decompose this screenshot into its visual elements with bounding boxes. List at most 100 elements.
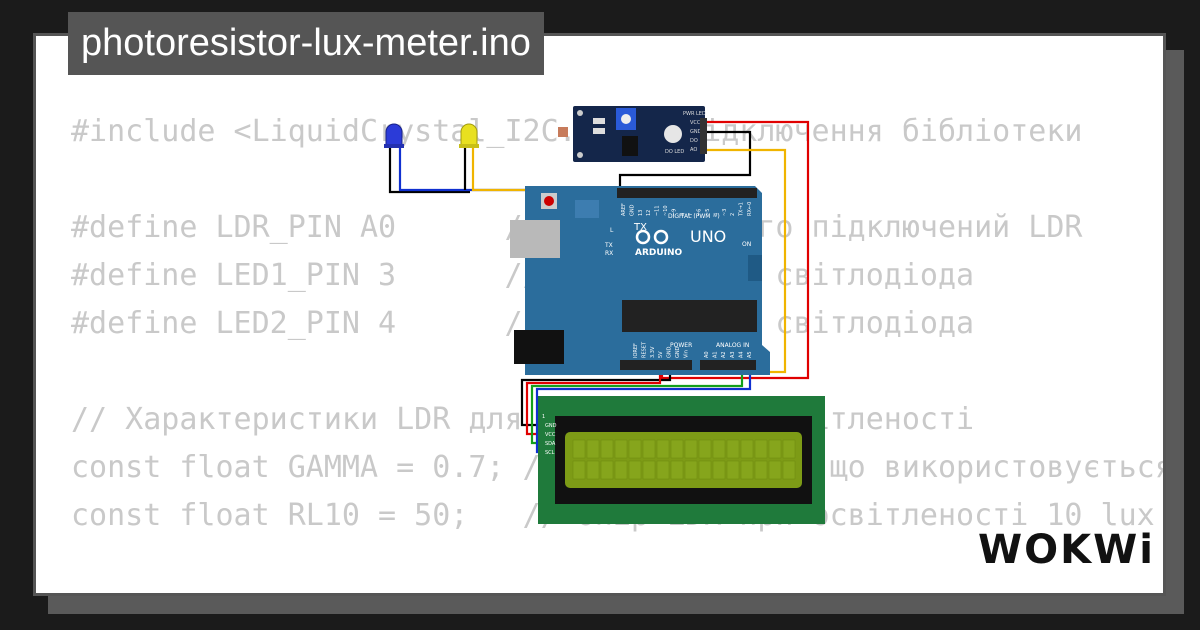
project-title: photoresistor-lux-meter.ino xyxy=(68,12,544,75)
lcd-cell xyxy=(782,460,796,480)
wire-blue-led-gnd xyxy=(388,148,470,194)
lcd-cell xyxy=(642,460,656,480)
reset-button xyxy=(544,196,554,206)
digital-pin-label: 12 xyxy=(646,210,652,216)
power-pin-label: 5V xyxy=(658,351,664,358)
digital-pin-label: 8 xyxy=(680,213,686,216)
power-pin-label: Vin xyxy=(683,350,689,358)
lcd-cell xyxy=(740,460,754,480)
power-pin-label: RESET xyxy=(641,341,647,358)
board-l-label: L xyxy=(610,227,614,234)
lcd-cell xyxy=(726,460,740,480)
board-rx-label: RX xyxy=(605,250,613,257)
lcd-cell xyxy=(670,439,684,459)
digital-pin-label: 13 xyxy=(638,210,644,216)
lcd-pin-gnd: GND xyxy=(545,423,557,429)
lcd-cell xyxy=(586,439,600,459)
analog-pin-label: A1 xyxy=(713,351,719,358)
power-jack xyxy=(514,330,564,364)
digital-pin-label: TX→1 xyxy=(739,202,745,217)
analog-pin-label: A2 xyxy=(721,351,727,358)
sensor-pin-vcc: VCC xyxy=(690,120,701,126)
digital-pin-label: AREF xyxy=(621,203,627,216)
board-digital-label: DIGITAL (PWM ~) xyxy=(668,213,720,220)
usb-port xyxy=(510,220,560,258)
power-pin-label: 3.3V xyxy=(650,346,656,358)
analog-pin-label: A3 xyxy=(730,351,736,358)
lcd-cell xyxy=(740,439,754,459)
lcd-cell xyxy=(642,439,656,459)
lcd-cell xyxy=(614,460,628,480)
lcd-cell xyxy=(768,460,782,480)
arduino-logo-icon xyxy=(635,229,669,245)
digital-pin-label: ~11 xyxy=(655,205,661,216)
analog-pin-label: A4 xyxy=(738,351,744,358)
board-analog-label: ANALOG IN xyxy=(716,342,749,349)
board-on-label: ON xyxy=(742,241,751,248)
lcd-cell xyxy=(586,460,600,480)
lcd-cell xyxy=(600,439,614,459)
board-brand: ARDUINO xyxy=(635,248,683,258)
wire-lcd-sda xyxy=(530,366,744,445)
digital-pin-label: ~9 xyxy=(671,209,677,216)
digital-pin-label: ~6 xyxy=(697,209,703,216)
digital-pin-label: ~5 xyxy=(705,209,711,216)
sensor-pin-do: DO xyxy=(690,138,698,144)
lcd-cell xyxy=(614,439,628,459)
lcd-cell xyxy=(656,460,670,480)
lcd-pin-1: 1 xyxy=(542,414,545,420)
yellow-led[interactable] xyxy=(459,123,479,148)
digital-pin-label: RX←0 xyxy=(747,202,753,216)
lcd-cell xyxy=(572,460,586,480)
blue-led[interactable] xyxy=(384,123,404,148)
atmega-chip xyxy=(622,300,757,332)
sensor-pin-ao: AO xyxy=(690,147,697,153)
lcd-pin-vcc: VCC xyxy=(545,432,556,438)
lcd-pin-sda: SDA xyxy=(545,441,556,447)
lcd-1602-display[interactable]: 1 GND VCC SDA SCL xyxy=(538,396,825,524)
lcd-cell xyxy=(684,460,698,480)
lcd-cell xyxy=(712,439,726,459)
lcd-cell xyxy=(754,460,768,480)
wokwi-logo: WOKWi xyxy=(978,527,1155,573)
wires xyxy=(388,120,810,454)
lcd-cell xyxy=(628,439,642,459)
lcd-cell xyxy=(698,439,712,459)
arduino-uno-board[interactable]: TX L TX RX ARDUINO UNO DIGITAL (PWM ~) O… xyxy=(510,186,770,375)
analog-pin-label: A5 xyxy=(747,351,753,358)
lcd-cell xyxy=(670,460,684,480)
sensor-pwr-led-label: PWR LED xyxy=(683,111,706,117)
digital-pin-label: 2 xyxy=(730,213,736,216)
lcd-cell xyxy=(712,460,726,480)
power-pin-label: IOREF xyxy=(633,343,639,358)
lcd-cell xyxy=(628,460,642,480)
lcd-cell xyxy=(656,439,670,459)
analog-pin-label: A0 xyxy=(704,351,710,358)
lcd-cell xyxy=(768,439,782,459)
board-tx-text: TX xyxy=(604,242,613,249)
power-pin-label: GND xyxy=(667,346,673,358)
wire-sensor-gnd xyxy=(618,130,752,188)
board-model: UNO xyxy=(690,227,726,246)
board-power-label: POWER xyxy=(670,342,692,349)
lcd-cell xyxy=(698,460,712,480)
analog-header xyxy=(700,360,756,370)
digital-pin-label: ~3 xyxy=(722,209,728,216)
lcd-cell xyxy=(754,439,768,459)
photoresistor-module[interactable]: PWR LED DO LED VCC GND DO AO xyxy=(558,106,707,162)
lcd-character-cells xyxy=(572,439,796,480)
lcd-cell xyxy=(726,439,740,459)
sensor-do-led-label: DO LED xyxy=(665,149,684,155)
digital-header xyxy=(617,188,757,198)
lcd-cell xyxy=(600,460,614,480)
lcd-cell xyxy=(572,439,586,459)
board-tx-label: TX xyxy=(633,222,647,233)
sensor-pin-gnd: GND xyxy=(690,129,702,135)
digital-pin-label: 7 xyxy=(688,213,694,216)
lcd-cell xyxy=(782,439,796,459)
digital-pin-label: GND xyxy=(629,204,635,216)
